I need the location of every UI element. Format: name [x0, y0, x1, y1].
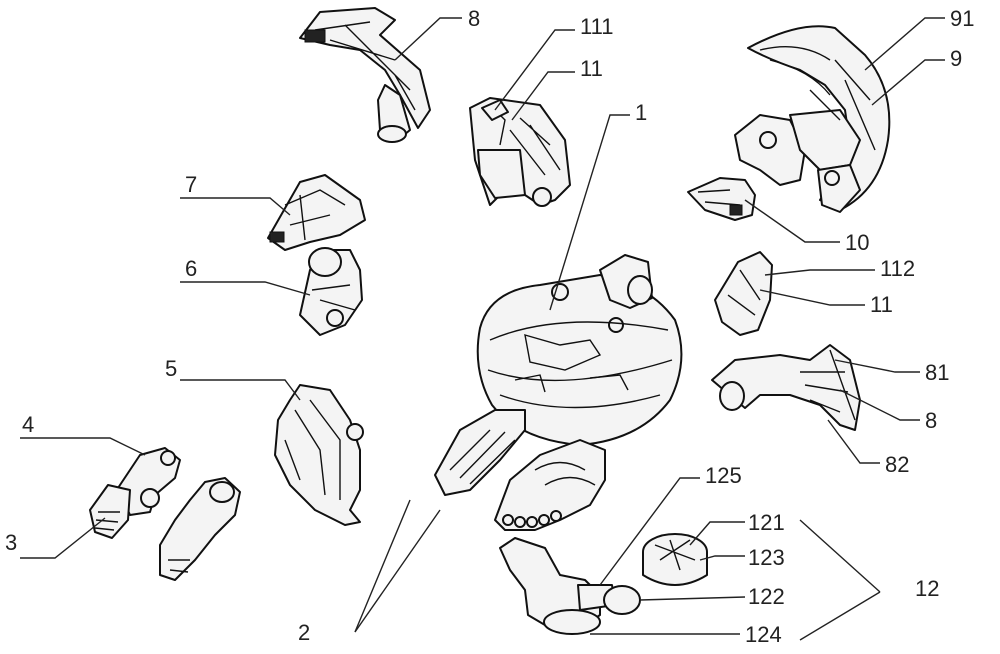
label-82: 82: [885, 452, 909, 477]
part-6: [299, 247, 363, 336]
label-1: 1: [635, 100, 647, 125]
label-11-mid: 11: [870, 292, 893, 317]
part-lower-left-bracket: [159, 477, 241, 581]
label-11-top: 11: [580, 56, 603, 81]
part-10: [687, 177, 756, 221]
part-11-mid-shell: [714, 251, 773, 336]
label-3: 3: [5, 530, 17, 555]
label-7: 7: [185, 172, 197, 197]
label-91: 91: [950, 6, 974, 31]
label-122: 122: [748, 584, 785, 609]
label-2: 2: [298, 620, 310, 645]
label-10: 10: [845, 230, 869, 255]
label-123: 123: [748, 545, 785, 570]
label-12: 12: [915, 576, 939, 601]
label-6: 6: [185, 256, 197, 281]
part-8-top-arm: [299, 7, 431, 143]
part-12-assembly: [499, 533, 708, 635]
label-8-mid: 8: [925, 408, 937, 433]
label-9: 9: [950, 46, 962, 71]
claw-teeth: [502, 510, 562, 528]
label-8-top: 8: [468, 6, 480, 31]
label-112: 112: [880, 256, 915, 281]
label-121: 121: [748, 510, 785, 535]
label-81: 81: [925, 360, 949, 385]
label-111: 111: [580, 14, 613, 39]
part-3: [89, 484, 131, 539]
label-124: 124: [745, 622, 782, 647]
label-4: 4: [22, 412, 34, 437]
label-125: 125: [705, 463, 742, 488]
label-5: 5: [165, 356, 177, 381]
leader-lines: [20, 17, 945, 641]
part-1-central-body: [476, 254, 683, 446]
part-2-claws: [434, 409, 606, 531]
part-5: [274, 384, 364, 526]
part-9-shell: [734, 25, 891, 213]
part-labels: 8 111 11 91 9 1 7 6 10 112 11 5 81 8 4 8…: [5, 6, 974, 647]
part-4: [117, 447, 181, 516]
part-8-mid-arm: [711, 344, 861, 431]
part-7: [267, 174, 366, 251]
part-11-top-bracket: [469, 97, 571, 207]
